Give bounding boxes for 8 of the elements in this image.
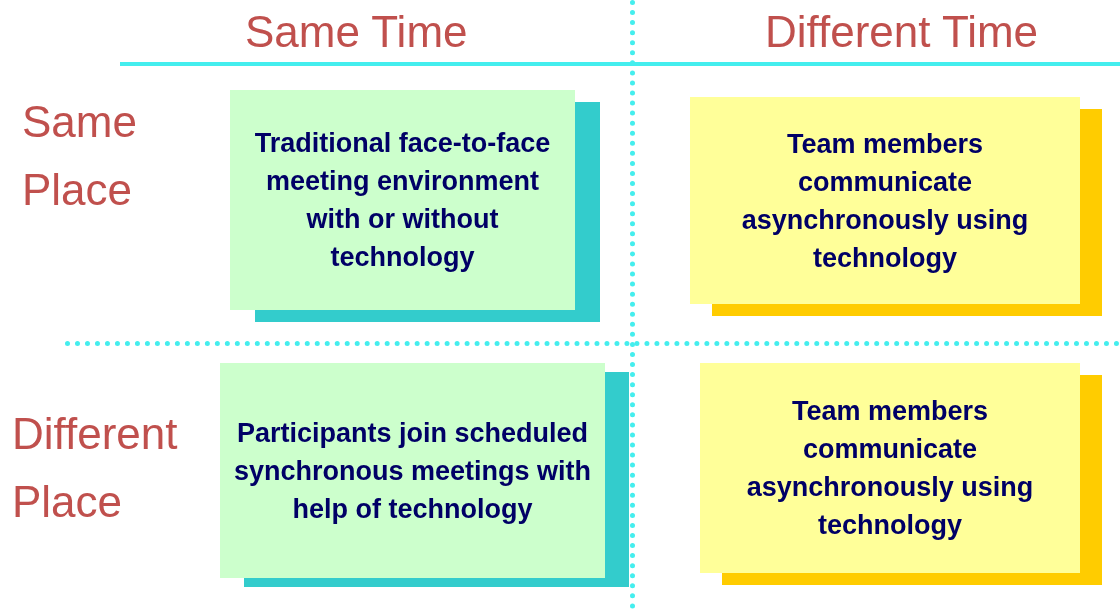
column-header: Same Time <box>245 6 468 58</box>
text-box: Participants join scheduled synchronous meetings with help of technology <box>220 363 605 578</box>
row-header: Same Place <box>22 96 138 216</box>
column-header: Different Time <box>765 6 1039 58</box>
text-box: Team members communicate asynchronously using technology <box>700 363 1080 573</box>
row-header: Different Place <box>12 408 179 528</box>
text-box: Team members communicate asynchronously using technology <box>690 97 1080 304</box>
text-box: Traditional face-to-face meeting environment with or without technology <box>230 90 575 310</box>
